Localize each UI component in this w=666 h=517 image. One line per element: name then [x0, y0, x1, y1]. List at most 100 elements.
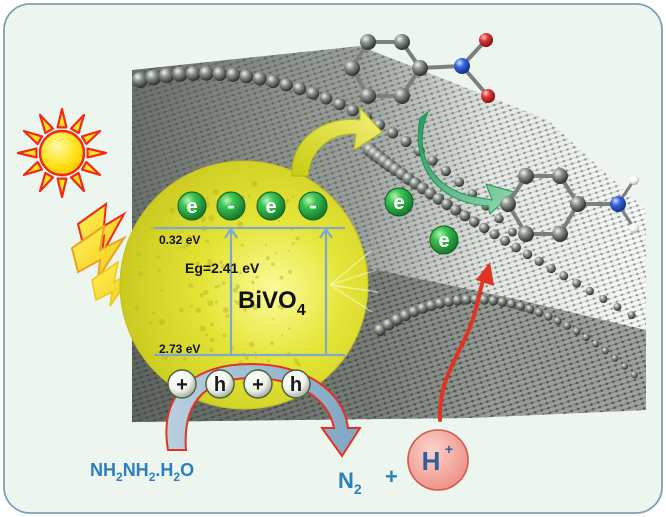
graphene-atom	[572, 327, 581, 336]
graphene-atom	[441, 198, 453, 210]
surface-speckle	[190, 304, 193, 308]
graphene-atom	[469, 216, 480, 228]
surface-speckle	[290, 228, 294, 232]
svg-text:H: H	[422, 446, 441, 476]
graphene-atom	[621, 362, 629, 370]
graphene-atom	[279, 78, 293, 92]
surface-speckle	[210, 322, 215, 327]
svg-text:+: +	[445, 441, 453, 457]
surface-speckle	[288, 327, 291, 330]
surface-speckle	[209, 337, 215, 343]
surface-speckle	[240, 243, 244, 247]
graphene-atom	[494, 214, 504, 224]
surface-speckle	[255, 290, 261, 295]
graphene-atom	[500, 235, 511, 246]
graphene-atom	[199, 65, 214, 81]
hole-plus-2: +	[243, 369, 273, 399]
graphene-atom	[239, 69, 254, 84]
surface-speckle	[215, 300, 218, 304]
svg-text:h: h	[290, 374, 302, 396]
surface-speckle	[264, 244, 267, 247]
graphene-atom	[631, 371, 638, 379]
surface-speckle	[268, 302, 273, 306]
surface-speckle	[291, 241, 295, 245]
surface-speckle	[217, 284, 221, 288]
surface-speckle	[136, 252, 142, 257]
surface-speckle	[265, 256, 270, 261]
surface-speckle	[235, 284, 240, 290]
surface-speckle	[234, 299, 237, 303]
proton-particle: H +	[407, 429, 469, 491]
graphene-atom	[132, 72, 148, 88]
surface-speckle	[274, 252, 277, 255]
surface-speckle	[222, 333, 227, 338]
surface-speckle	[288, 270, 292, 274]
graphene-atom	[627, 311, 636, 320]
surface-speckle	[219, 260, 223, 265]
graphene-atom	[432, 193, 445, 205]
nitrobenzene-molecule	[344, 33, 495, 104]
graphene-atom	[592, 340, 600, 348]
graphene-atom	[408, 306, 420, 318]
graphene-atom	[440, 166, 451, 177]
valence-band-energy: 2.73 eV	[159, 342, 200, 356]
surface-speckle	[297, 362, 301, 367]
graphene-atom	[382, 318, 395, 331]
surface-speckle	[251, 303, 259, 311]
surface-speckle	[208, 347, 214, 352]
hydrazine-label: NH2NH2.H2O	[90, 460, 194, 484]
graphene-atom	[497, 297, 508, 307]
surface-speckle	[254, 351, 257, 354]
electron-2: e	[256, 191, 286, 221]
surface-speckle	[182, 356, 187, 361]
surface-speckle	[287, 249, 291, 252]
sun-ray	[38, 113, 55, 135]
graphene-atom	[582, 333, 590, 342]
svg-text:e: e	[438, 230, 449, 252]
graphene-atom	[185, 66, 201, 81]
surface-speckle	[212, 188, 219, 195]
graphene-atom	[454, 177, 465, 188]
graphene-atom	[391, 314, 403, 326]
surface-speckle	[187, 235, 192, 240]
surface-speckle	[195, 307, 202, 313]
surface-speckle	[293, 358, 297, 361]
surface-speckle	[208, 214, 215, 222]
graphene-atom	[522, 249, 533, 260]
surface-speckle	[169, 207, 176, 214]
surface-speckle	[279, 275, 284, 280]
surface-speckle	[138, 271, 144, 277]
surface-speckle	[277, 219, 281, 223]
svg-text:e: e	[186, 196, 197, 218]
minus-2: -	[298, 191, 328, 221]
surface-speckle	[205, 333, 208, 337]
surface-speckle	[277, 304, 282, 309]
surface-speckle	[188, 283, 194, 288]
electron-4: e	[429, 225, 459, 255]
graphene-atom	[489, 229, 500, 240]
sun-ray	[69, 171, 86, 193]
svg-text:+: +	[252, 374, 264, 396]
surface-speckle	[252, 267, 258, 273]
minus-1: -	[216, 191, 246, 221]
graphene-atom	[506, 299, 517, 309]
graphene-atom	[585, 286, 594, 296]
svg-text:-: -	[309, 193, 316, 218]
graphene-atom	[613, 303, 622, 311]
graphene-atom	[226, 67, 241, 82]
electron-3: e	[384, 187, 414, 217]
proton-transfer-arrow	[437, 262, 494, 422]
graphene-atom	[333, 98, 346, 111]
sun-ray	[69, 113, 86, 135]
sun-ray	[22, 160, 44, 177]
graphene-atom	[511, 242, 521, 253]
graphene-atom	[559, 271, 569, 281]
sun-ray	[56, 177, 68, 199]
surface-speckle	[203, 289, 209, 296]
surface-speckle	[247, 195, 251, 198]
graphene-atom	[611, 354, 619, 362]
graphene-atom	[212, 66, 227, 82]
nitrogen-product-label: N2	[338, 468, 362, 497]
surface-speckle	[182, 230, 185, 233]
graphene-atom	[320, 92, 333, 105]
